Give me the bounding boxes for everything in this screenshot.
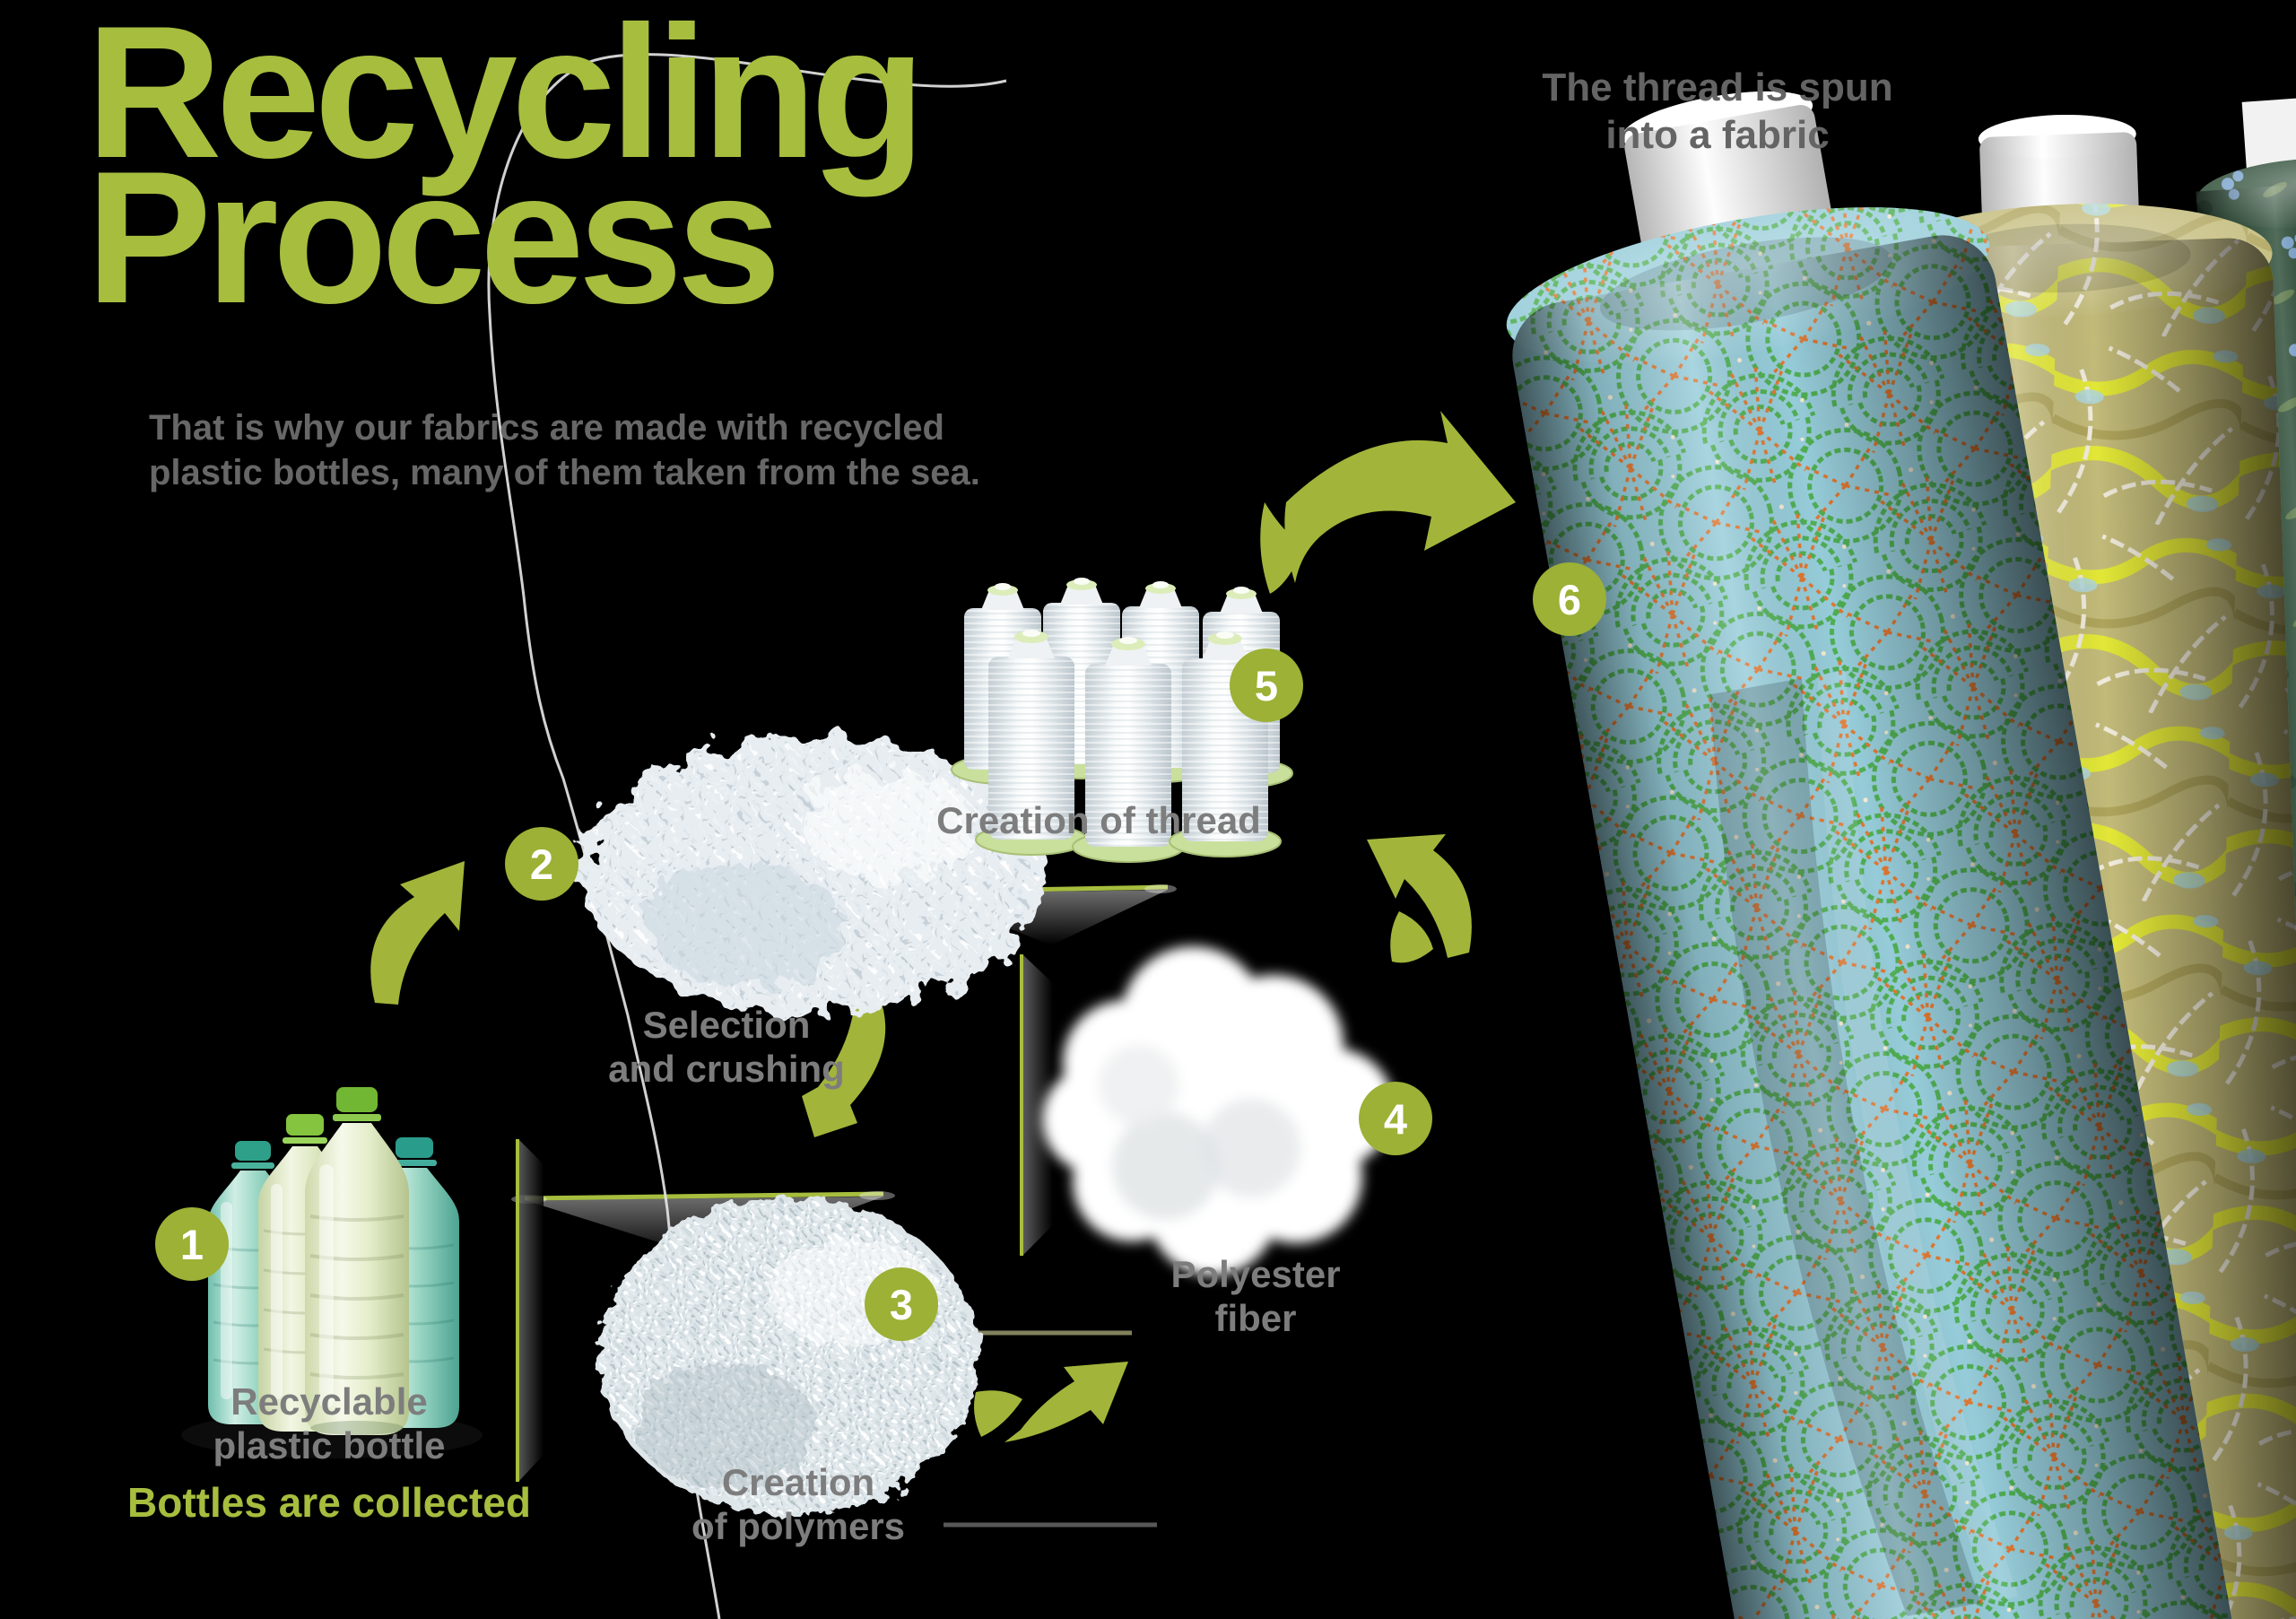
- step-3-badge: 3: [865, 1267, 938, 1341]
- glass-pane-vertical-2: [516, 1139, 544, 1482]
- subtitle-line-2: plastic bottles, many of them taken from…: [149, 453, 980, 493]
- subtitle-line-1: That is why our fabrics are made with re…: [149, 408, 944, 448]
- spool: [975, 630, 1088, 856]
- fabric-caption-line-2: into a fabric: [1605, 112, 1830, 157]
- arrow-step4-to-5: [1367, 834, 1472, 963]
- step-1-label: Recyclable plastic bottle: [213, 1380, 446, 1467]
- title-line-2: Process: [86, 131, 781, 343]
- thread-spools-image: [951, 578, 1293, 863]
- step-5-badge: 5: [1230, 648, 1303, 722]
- subtitle: That is why our fabrics are made with re…: [149, 405, 980, 496]
- crushed-plastic-flakes-image: [580, 736, 1043, 1014]
- title-line-1: Recycling: [86, 0, 926, 197]
- bottle-3: [305, 1087, 409, 1435]
- step-2-badge: 2: [505, 827, 578, 901]
- arrow-step1-to-2: [370, 861, 465, 1005]
- step-5-label: Creation of thread: [936, 799, 1261, 841]
- step-3-label: Creation of polymers: [691, 1461, 906, 1548]
- step-6-badge: 6: [1533, 562, 1606, 636]
- arrow-step3-to-4: [974, 1362, 1128, 1442]
- fabric-caption-line-1: The thread is spun: [1542, 65, 1893, 109]
- step-4-label: Polyester fiber: [1170, 1253, 1341, 1340]
- arrow-step5-to-6: [1260, 411, 1516, 594]
- step-1-badge: 1: [155, 1207, 229, 1281]
- fabric-caption: The thread is spun into a fabric: [1511, 65, 1924, 160]
- arrow-step2-to-3: [802, 990, 886, 1137]
- recyclable-plastic-bottles-image: [181, 1087, 483, 1458]
- glass-pane-vertical-1: [1020, 954, 1053, 1256]
- step-4-badge: 4: [1359, 1082, 1432, 1155]
- polyester-fiber-image: [1042, 946, 1394, 1275]
- step-2-label: Selection and crushing: [608, 1004, 845, 1091]
- step-1-note: Bottles are collected: [127, 1479, 531, 1526]
- spool: [1072, 637, 1185, 863]
- fabric-roll-1: [1506, 91, 2266, 1619]
